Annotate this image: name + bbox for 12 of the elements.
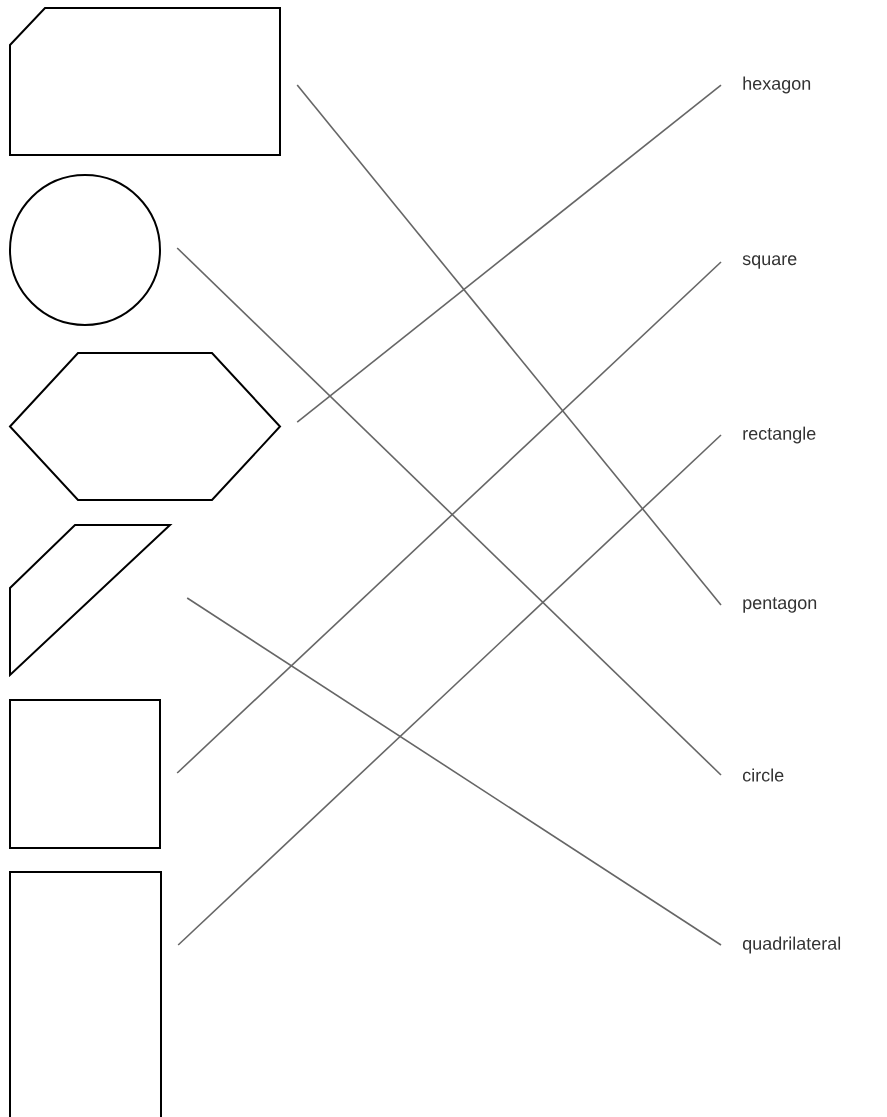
connector-line [296,84,722,423]
connector-line [177,434,722,946]
shape-label: quadrilateral [742,936,841,954]
shape-label: circle [742,768,784,782]
square-shape [9,699,161,849]
circle-shape [9,174,161,326]
connector-line [186,597,722,946]
shape-label: hexagon [743,76,811,94]
shape-label: rectangle [743,426,816,444]
connector-line [296,84,722,606]
shape-label: square [742,255,797,269]
shape-label: pentagon [743,597,817,613]
